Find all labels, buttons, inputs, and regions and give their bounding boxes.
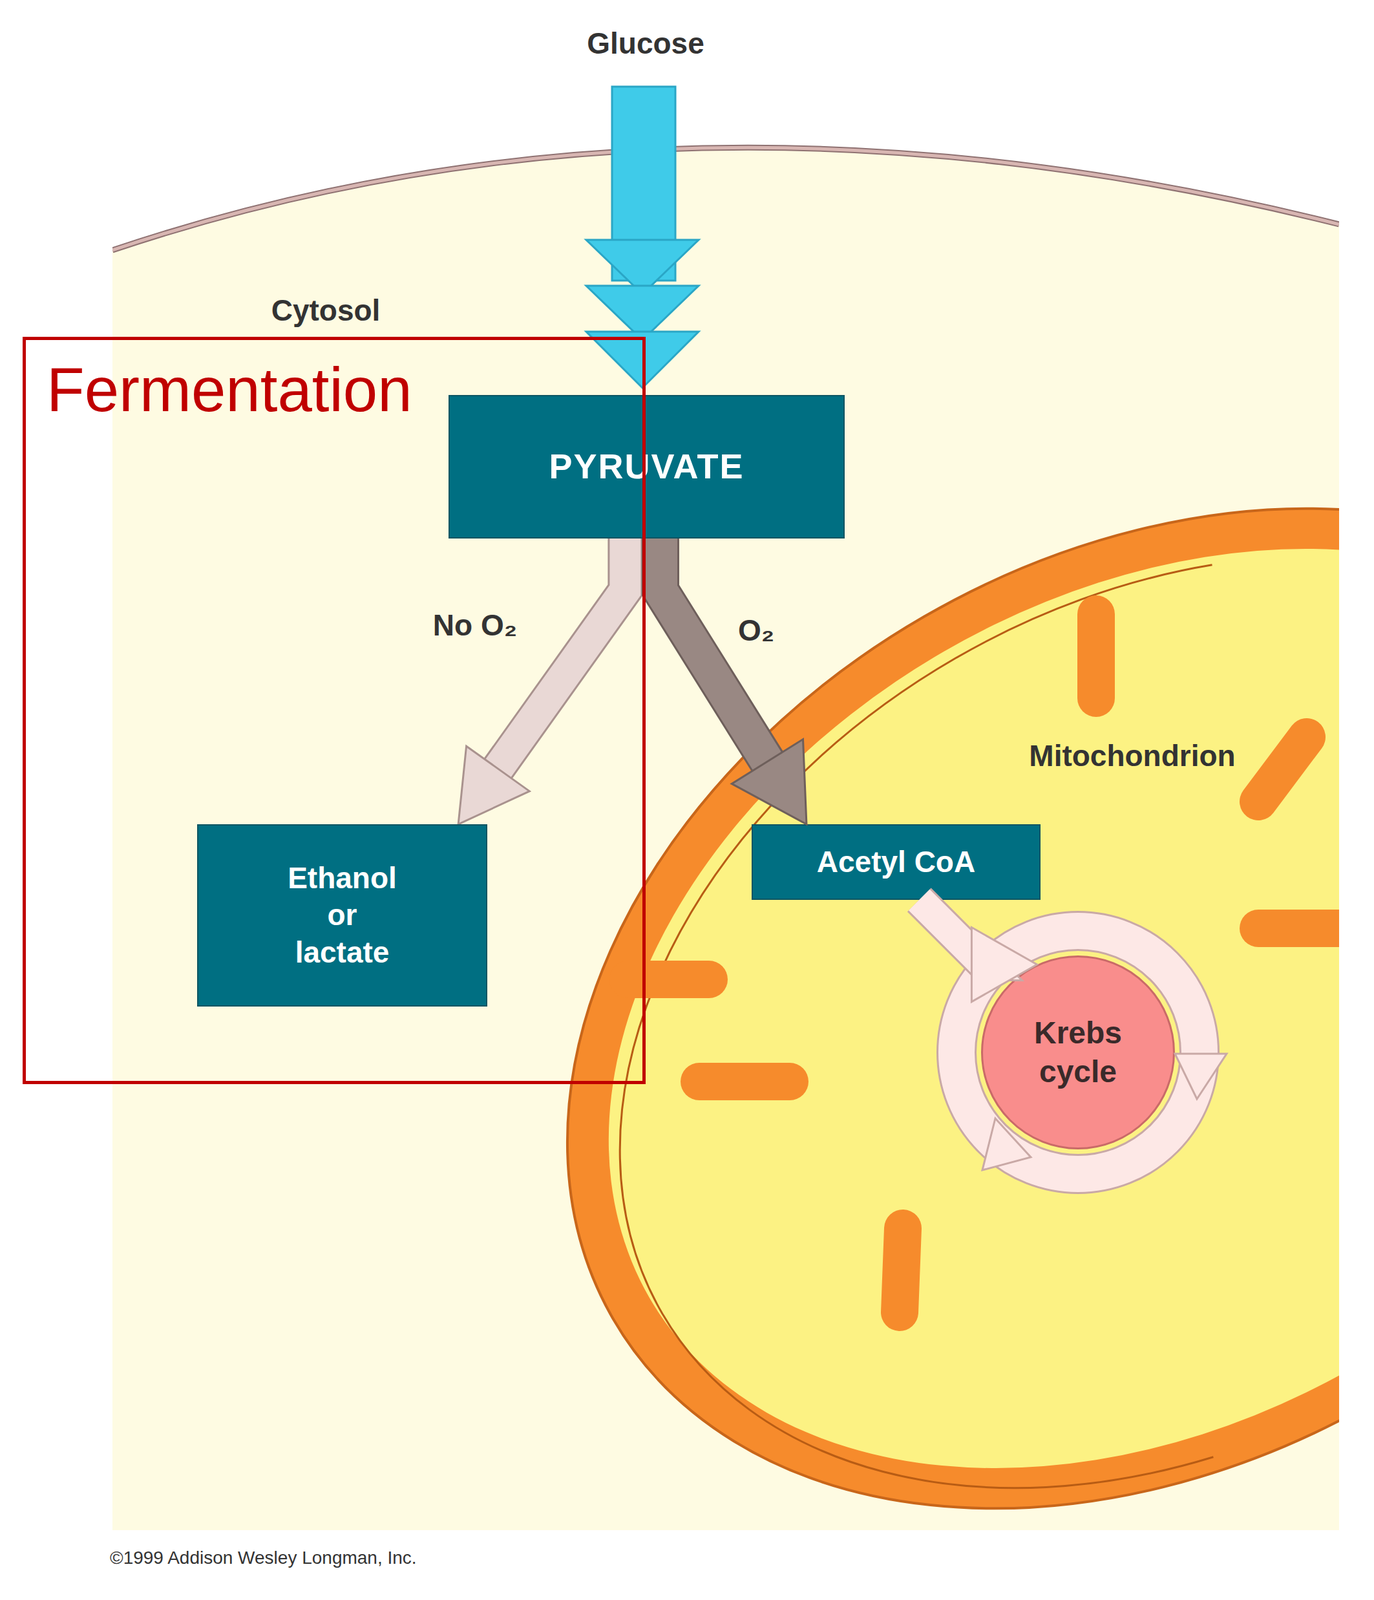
box-label: PYRUVATE xyxy=(548,444,744,489)
input-label: Glucose xyxy=(548,25,743,61)
frame-title: Fermentation xyxy=(46,354,413,426)
cycle-label: Krebs cycle xyxy=(1023,1013,1133,1091)
product-box: Ethanol or lactate xyxy=(197,824,488,1007)
mitochondrion-shape xyxy=(550,504,1340,1530)
region-label: Cytosol xyxy=(261,292,391,328)
cell-region: CytosolPYRUVATEFermentationEthanol or la… xyxy=(112,142,1340,1530)
fermentation-frame: FermentationEthanol or lactate xyxy=(22,336,646,1084)
region-label: Mitochondrion xyxy=(996,738,1269,773)
edge-label: No O₂ xyxy=(400,607,550,643)
box-label: Ethanol or lactate xyxy=(277,859,408,972)
edge-label: O₂ xyxy=(723,612,789,648)
process-box: PYRUVATE xyxy=(448,394,845,539)
cycle-circle: Krebs cycle xyxy=(981,955,1175,1150)
copyright-note: ©1999 Addison Wesley Longman, Inc. xyxy=(109,1547,692,1568)
process-box: Acetyl CoA xyxy=(751,824,1041,900)
box-label: Acetyl CoA xyxy=(816,843,976,881)
mitochondrion: MitochondrionAcetyl CoA Krebs cycle xyxy=(550,504,1340,1530)
